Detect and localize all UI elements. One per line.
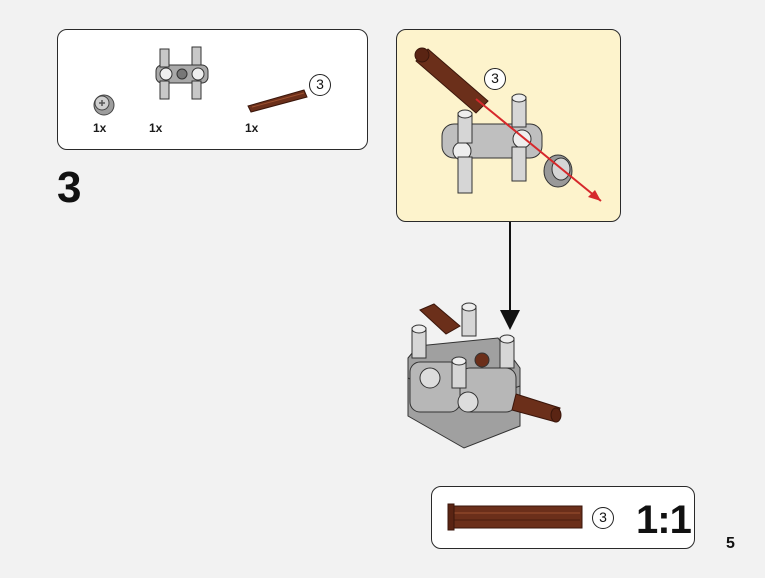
axle-length-badge: 3 [309,74,331,96]
axle-quantity: 1x [245,121,259,135]
callout-axle-length-badge: 3 [484,68,506,90]
callout-assembly-illustration [414,47,602,202]
down-arrow-icon [500,222,520,330]
axle-icon [247,89,308,113]
page-number: 5 [726,535,735,552]
bush-quantity: 1x [93,121,107,135]
connector-quantity: 1x [149,121,163,135]
connector-icon [155,46,209,100]
scale-axle-length-badge: 3 [592,507,614,529]
assembled-model-illustration [407,302,562,449]
step-number: 3 [57,163,82,212]
scale-label: 1:1 [636,498,692,542]
scale-axle-icon [447,503,583,531]
bush-icon [93,94,115,116]
